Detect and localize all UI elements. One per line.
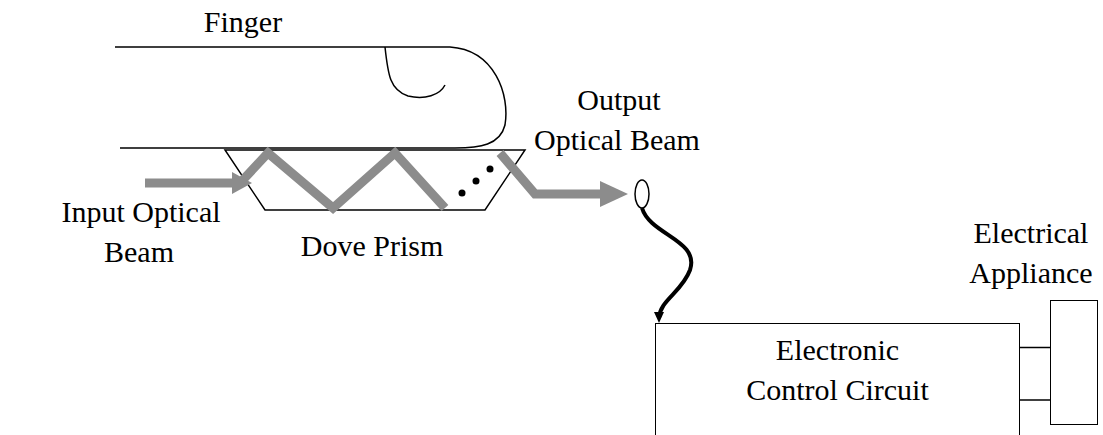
optical-beam (500, 153, 605, 194)
wire (1020, 347, 1050, 349)
heading-label: Electrical Appliance (961, 213, 1101, 293)
control-circuit-box: Electronic Control Circuit (655, 323, 1020, 435)
wire (1020, 399, 1050, 401)
finger-outline (115, 47, 506, 148)
photodetector (635, 180, 649, 208)
label-text-box: Input Optical Beam (40, 192, 240, 272)
label-text-box: Dove Prism (292, 226, 452, 266)
label-text-box: Finger (143, 2, 343, 42)
part-label: Output Optical Beam (534, 83, 702, 156)
part-label: Dove Prism (299, 229, 446, 262)
ellipsis-dot (473, 178, 480, 185)
label-text-box: Output Optical Beam (533, 80, 703, 160)
finger-nail (385, 47, 445, 97)
part-label: Finger (202, 5, 284, 38)
beam-arrowhead (600, 181, 628, 207)
fiber-cable (642, 208, 691, 318)
part-label: Input Optical Beam (59, 195, 220, 268)
fiber-arrowhead (654, 312, 664, 323)
appliance-box: Electrical Appliance (1050, 300, 1098, 425)
ellipsis-dot (459, 190, 466, 197)
ellipsis-dot (487, 166, 494, 173)
box-label: Electronic Control Circuit (733, 330, 943, 410)
beam-arrowhead (232, 172, 252, 194)
